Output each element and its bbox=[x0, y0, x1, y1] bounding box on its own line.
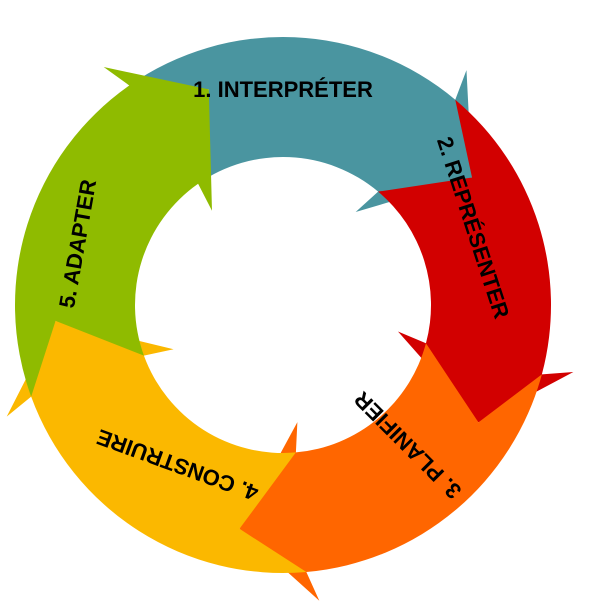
cycle-arrow-segment-3 bbox=[239, 343, 542, 601]
cycle-arrow-segment-4 bbox=[6, 320, 307, 573]
cycle-arrow-segment-2 bbox=[378, 99, 574, 423]
step-label-1: 1. INTERPRÉTER bbox=[193, 77, 373, 102]
cycle-arrow-segment-1 bbox=[129, 36, 473, 213]
cycle-arrow-segment-5 bbox=[14, 67, 212, 397]
